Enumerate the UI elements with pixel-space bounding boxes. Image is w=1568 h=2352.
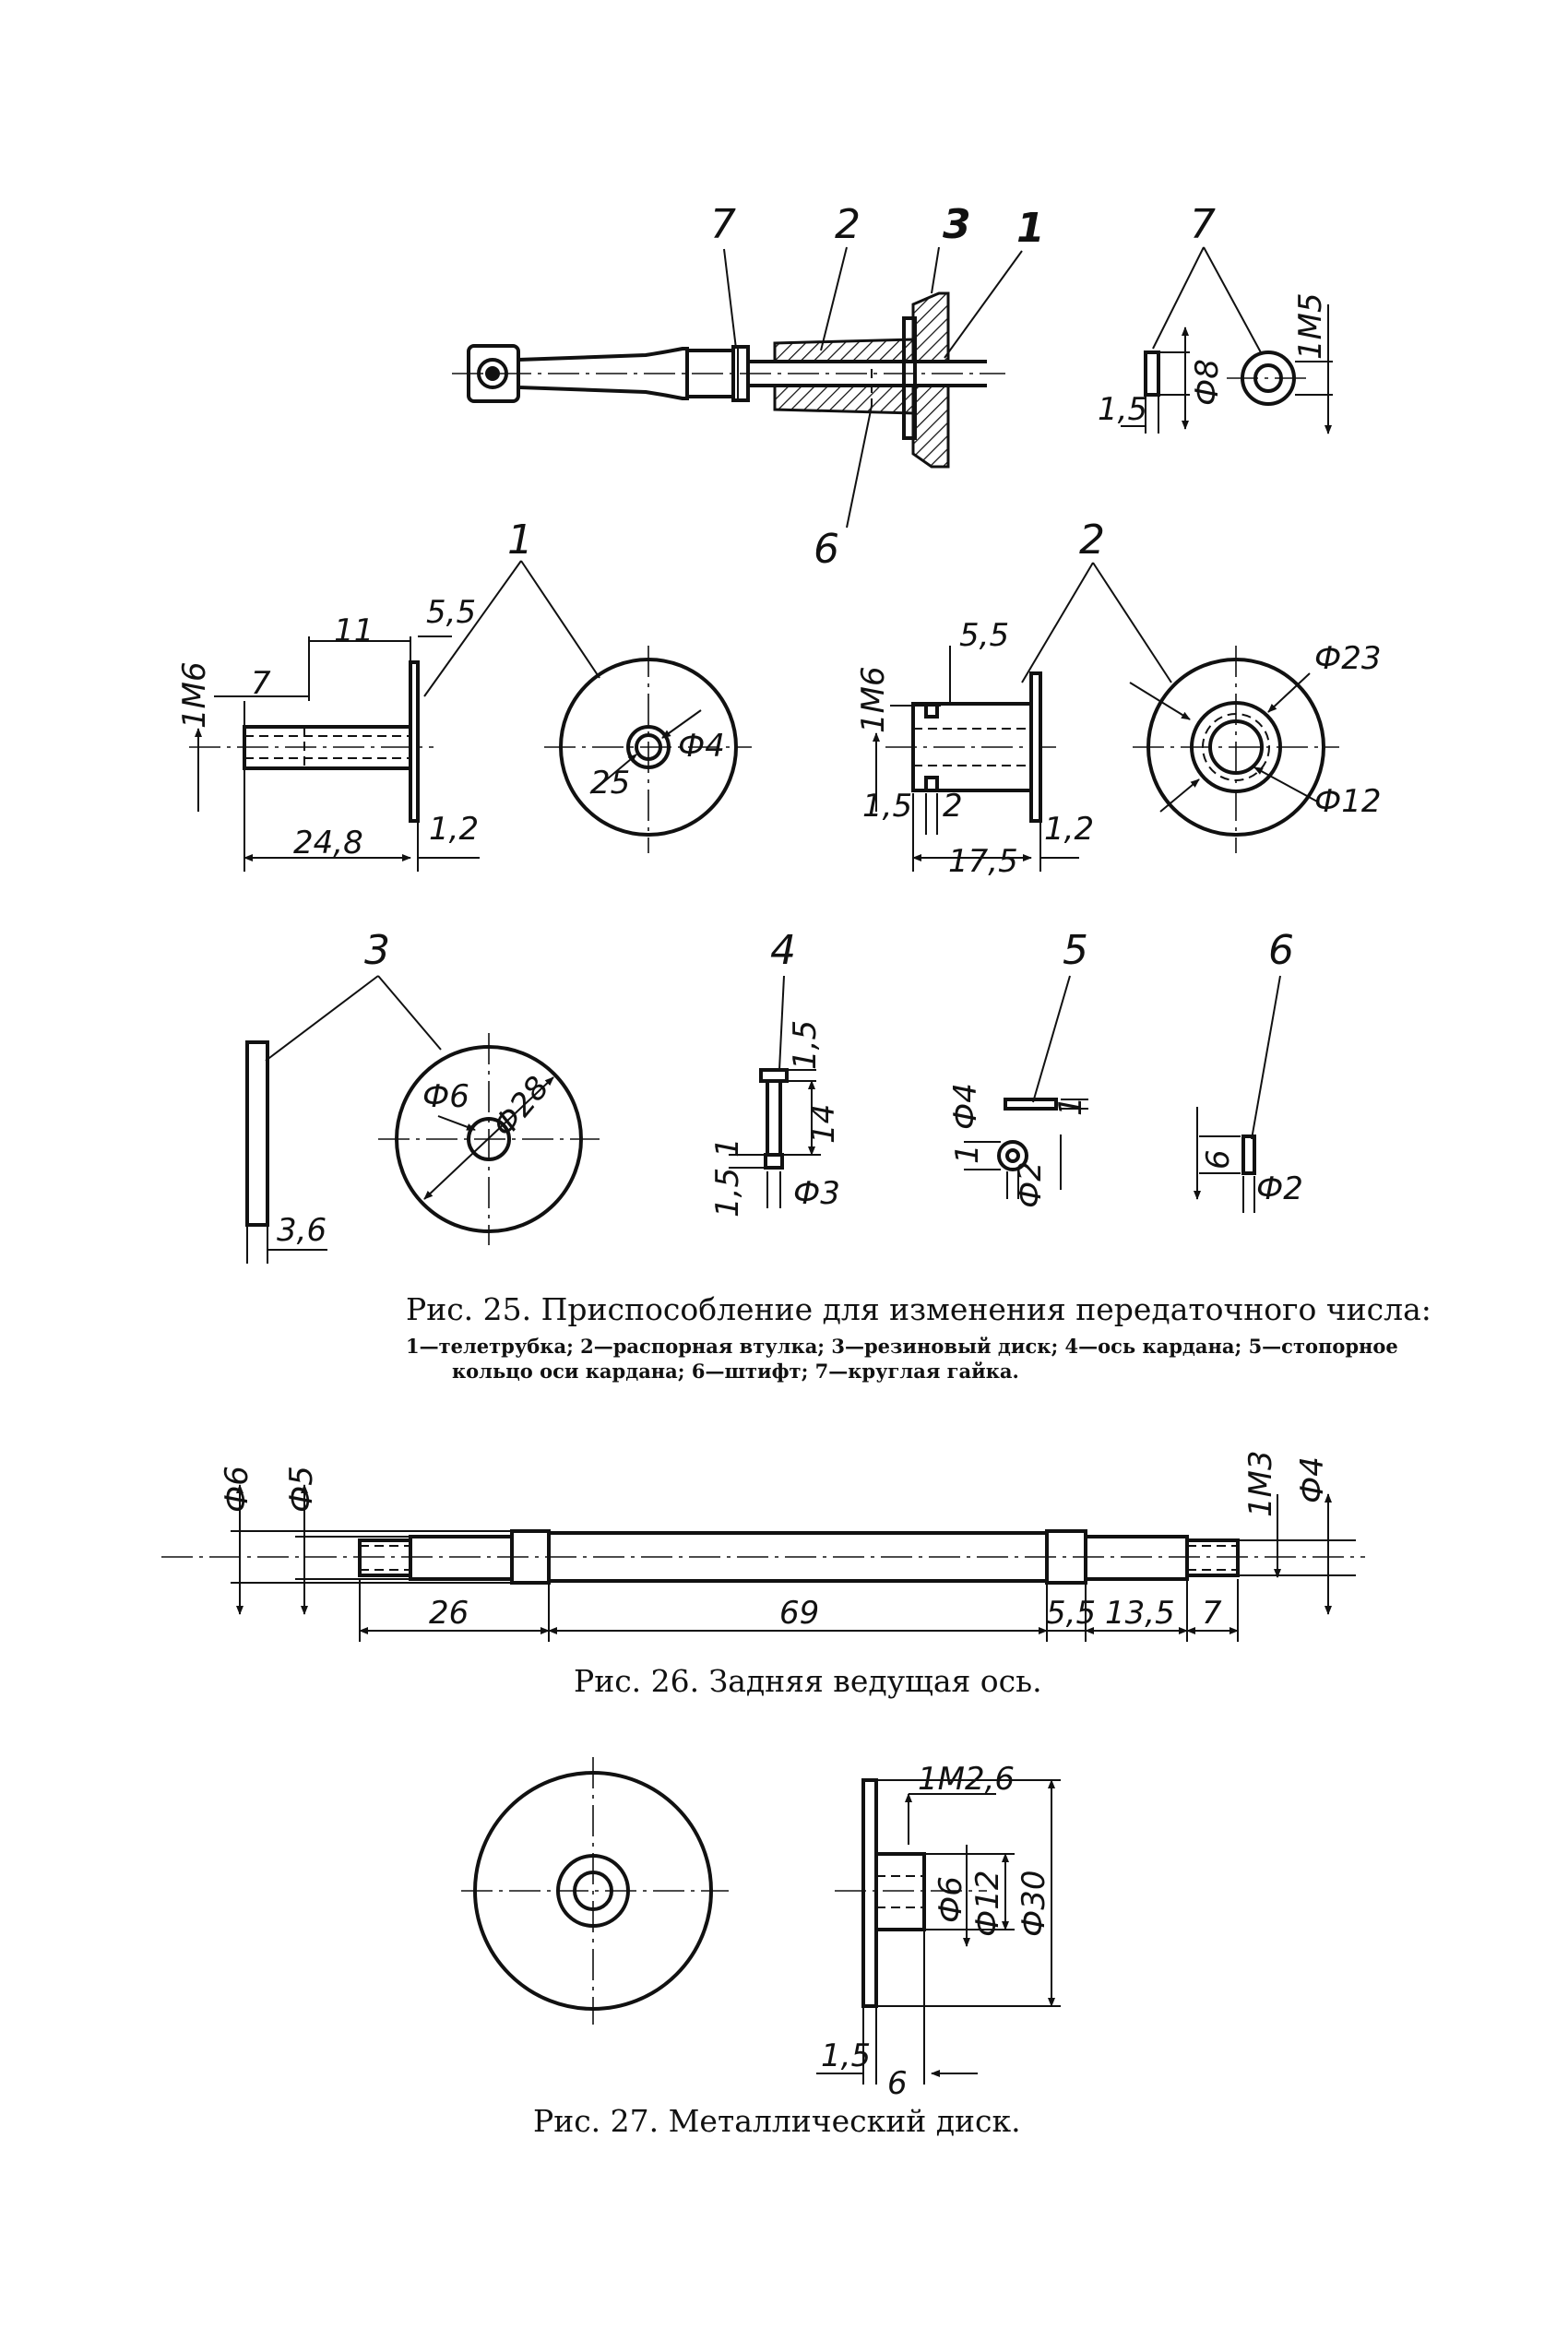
nut-label: 7 — [1190, 201, 1216, 248]
part2-dim-5-5: 5,5 — [959, 617, 1009, 654]
part6-dim-d2: Ф2 — [1256, 1170, 1303, 1207]
part4-dim-14: 14 — [805, 1104, 842, 1144]
part5-dim-1-top: 1 — [1052, 1096, 1089, 1116]
part1-dim-5-5: 5,5 — [426, 594, 476, 631]
fig27-caption: Рис. 27. Металлический диск. — [533, 2103, 1021, 2139]
part6-dim-6: 6 — [1200, 1149, 1237, 1170]
axle-dim-13-5: 13,5 — [1105, 1595, 1175, 1632]
part1-dim-1-2: 1,2 — [429, 811, 479, 848]
disk-dim-1m2-6: 1М2,6 — [918, 1761, 1015, 1798]
rear-axle-drawing: Ф6 Ф5 1М3 Ф4 26 69 5,5 13,5 7 — [161, 1450, 1365, 1642]
axle-dim-26: 26 — [429, 1595, 469, 1632]
part2-dim-1-2: 1,2 — [1044, 811, 1094, 848]
disk-dim-d12: Ф12 — [969, 1870, 1006, 1937]
part1-dim-25: 25 — [590, 765, 630, 802]
part-1-views: 1 1М6 7 11 5,5 24,8 1,2 Ф4 25 — [176, 517, 752, 872]
part2-dim-17-5: 17,5 — [948, 843, 1018, 880]
axle-dim-d4: Ф4 — [1294, 1456, 1331, 1503]
part-6-views: 6 6 Ф2 — [1194, 927, 1303, 1213]
metal-disk-drawing: 1М2,6 Ф6 Ф12 Ф30 1,5 6 — [461, 1757, 1061, 2102]
disk-dim-6: 6 — [887, 2065, 908, 2102]
axle-dim-d6: Ф6 — [219, 1466, 255, 1513]
assembly-label-1: 1 — [1016, 205, 1045, 252]
fig26-caption: Рис. 26. Задняя ведущая ось. — [574, 1663, 1042, 1699]
part5-label: 5 — [1063, 927, 1088, 974]
part2-dim-1-5: 1,5 — [862, 788, 912, 825]
assembly-view: 7 2 3 1 6 — [452, 201, 1045, 573]
fig25-legend-line1: 1—телетрубка; 2—распорная втулка; 3—рези… — [406, 1335, 1398, 1358]
part5-dim-d4: Ф4 — [947, 1083, 984, 1130]
assembly-label-3: 3 — [943, 201, 971, 248]
part2-dim-1m6: 1М6 — [855, 666, 892, 733]
part1-dim-24-8: 24,8 — [293, 825, 363, 861]
part-3-views: 3 3,6 Ф6 Ф28 — [245, 927, 600, 1264]
axle-dim-1m3: 1М3 — [1242, 1450, 1279, 1517]
part3-dim-d28: Ф28 — [485, 1069, 556, 1144]
part5-dim-d2: Ф2 — [1012, 1161, 1049, 1208]
assembly-label-6: 6 — [814, 526, 839, 573]
part-5-views: 5 Ф4 1 1 Ф2 — [947, 927, 1089, 1208]
axle-dim-d5: Ф5 — [283, 1466, 320, 1513]
part3-dim-d6: Ф6 — [422, 1078, 469, 1115]
part4-dim-d3: Ф3 — [793, 1175, 840, 1212]
nut-dim-1-5: 1,5 — [1098, 391, 1147, 428]
part3-label: 3 — [364, 927, 390, 974]
part6-label: 6 — [1268, 927, 1294, 974]
nut-7-views: 7 Ф8 1,5 1М5 — [1098, 201, 1333, 434]
part-2-views: 2 1М6 5,5 1,5 2 17,5 1,2 Ф23 — [855, 517, 1382, 880]
part4-dim-1-5-bot: 1,5 — [709, 1168, 746, 1218]
part2-dim-d12: Ф12 — [1314, 783, 1382, 820]
part1-dim-7: 7 — [251, 665, 271, 702]
assembly-label-7: 7 — [710, 201, 736, 248]
part4-label: 4 — [770, 927, 796, 974]
part-4-views: 4 1,5 14 1 1,5 Ф3 — [709, 927, 842, 1218]
part2-label: 2 — [1079, 517, 1105, 564]
part4-dim-1-5-top: 1,5 — [787, 1020, 824, 1070]
fig25-legend-line2: кольцо оси кардана; 6—штифт; 7—круглая г… — [452, 1360, 1019, 1383]
nut-dim-1m5: 1М5 — [1292, 292, 1329, 360]
axle-dim-7: 7 — [1202, 1595, 1222, 1632]
part1-dim-d4: Ф4 — [678, 728, 725, 765]
part1-label: 1 — [507, 517, 533, 564]
disk-dim-1-5: 1,5 — [821, 2037, 871, 2074]
part4-dim-1: 1 — [709, 1137, 746, 1158]
part2-dim-d23: Ф23 — [1314, 640, 1382, 677]
part1-dim-11: 11 — [334, 612, 374, 649]
part2-dim-2: 2 — [943, 788, 963, 825]
axle-dim-5-5: 5,5 — [1046, 1595, 1096, 1632]
nut-dim-d8: Ф8 — [1189, 359, 1226, 406]
part1-dim-1m6: 1М6 — [176, 661, 213, 729]
disk-dim-d30: Ф30 — [1016, 1870, 1052, 1937]
disk-dim-d6: Ф6 — [932, 1876, 969, 1923]
part3-dim-3-6: 3,6 — [277, 1212, 327, 1249]
axle-dim-69: 69 — [779, 1595, 819, 1632]
part5-dim-1-mid: 1 — [949, 1144, 986, 1164]
assembly-label-2: 2 — [835, 201, 861, 248]
fig25-caption: Рис. 25. Приспособление для изменения пе… — [406, 1291, 1431, 1327]
